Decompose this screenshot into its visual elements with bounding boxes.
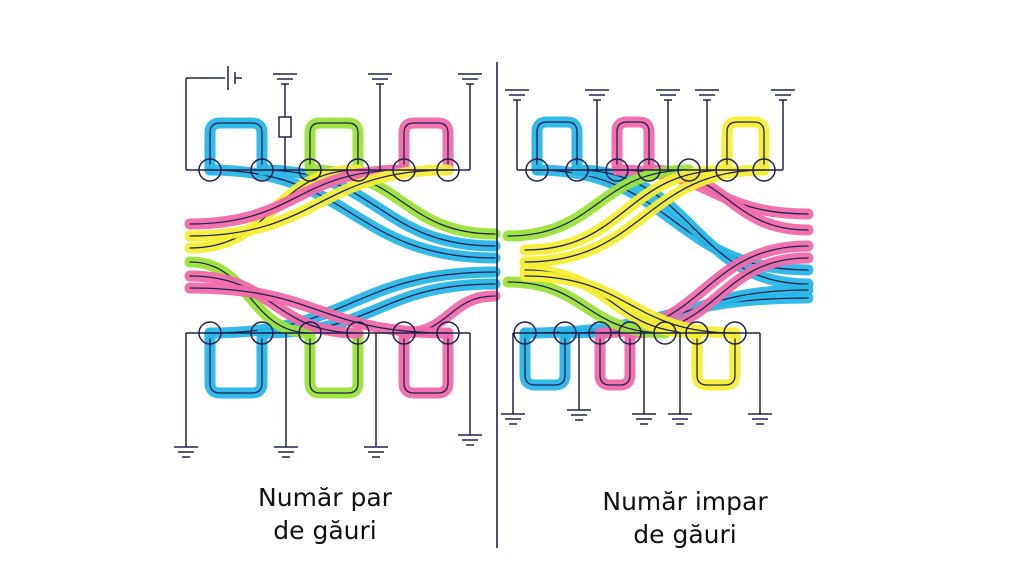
odd-top-hole-icon-5 (677, 158, 701, 182)
caption-even-holes: Număr par de găuri (205, 481, 445, 547)
odd-top-hole-icon-7 (752, 158, 776, 182)
odd-bottom-ground-5 (748, 413, 772, 425)
odd-top-thread-6-core (524, 169, 728, 251)
even-top-thread-6 (184, 164, 454, 242)
even-bottom-loop-green-core (309, 332, 359, 394)
odd-top-hole-icon-3 (605, 158, 629, 182)
odd-thread-bands (502, 116, 814, 391)
odd-bottom-thread-7 (519, 270, 741, 339)
odd-wire-schematic (501, 89, 795, 425)
even-top-hole-icon-6 (436, 158, 460, 182)
odd-top-loop-yellow (721, 116, 770, 176)
even-top-loop-green (304, 117, 364, 176)
even-bottom-hole-icon-1 (198, 321, 222, 345)
even-bottom-loop-green (304, 327, 364, 399)
even-top-loop-pink (398, 117, 454, 176)
odd-bottom-thread-7-core (524, 275, 736, 334)
caption-even-line-1: Număr par (258, 483, 392, 512)
even-bottom-ground-1 (174, 446, 198, 458)
even-top-thread-6-core (189, 169, 449, 237)
odd-bottom-ground-1 (501, 413, 525, 425)
even-top-thread-5 (184, 164, 410, 230)
odd-top-thread-2 (571, 164, 814, 290)
even-bottom-thread-4 (184, 270, 364, 339)
caption-odd-holes: Număr impar de găuri (565, 485, 805, 551)
even-bottom-hole-icon-5 (392, 321, 416, 345)
even-top-thread-2 (256, 164, 501, 252)
even-top-loop-blue-core (209, 122, 263, 171)
odd-bottom-hole-icon-2 (553, 321, 577, 345)
even-top-hole-icon-2 (250, 158, 274, 182)
panel-odd-holes (501, 89, 814, 425)
even-thread-bands (184, 117, 501, 399)
panel-even-holes (174, 66, 501, 458)
even-bottom-hole-icon-2 (250, 321, 274, 345)
odd-top-loop-pink (611, 116, 655, 176)
odd-bottom-hole-icon-4 (618, 321, 642, 345)
caption-odd-line-1: Număr impar (602, 487, 768, 516)
odd-top-thread-7 (519, 164, 770, 268)
odd-top-thread-2-core (576, 169, 809, 285)
odd-bottom-hole-icon-6 (685, 321, 709, 345)
odd-bottom-ground-2 (567, 409, 591, 421)
even-top-loop-pink-core (403, 122, 449, 171)
odd-top-hole-icon-4 (637, 158, 661, 182)
even-bottom-hole-icon-3 (298, 321, 322, 345)
odd-top-hole-icon-1 (525, 158, 549, 182)
even-top-loop-green-core (309, 122, 359, 171)
odd-bottom-loop-pink (594, 327, 636, 391)
caption-even-line-2: de găuri (273, 516, 377, 545)
even-top-loop-blue (204, 117, 268, 176)
odd-top-loop-yellow-core (726, 121, 765, 171)
odd-bottom-loop-yellow-core (696, 332, 736, 386)
odd-top-thread-7-core (524, 169, 765, 263)
even-top-hole-icon-4 (346, 158, 370, 182)
even-top-thread-2-core (261, 169, 496, 247)
odd-bottom-loop-yellow (691, 327, 741, 391)
odd-top-loop-blue (531, 116, 583, 176)
odd-bottom-hole-icon-5 (653, 321, 677, 345)
odd-bottom-thread-5 (502, 276, 671, 339)
even-bottom-thread-4-core (189, 275, 359, 334)
odd-bottom-hole-icon-3 (588, 321, 612, 345)
even-bottom-ground-2 (274, 446, 298, 458)
even-bottom-hole-icon-6 (436, 321, 460, 345)
odd-top-loop-blue-core (536, 121, 578, 171)
even-wire-schematic (174, 66, 482, 458)
odd-bottom-thread-5-core (507, 281, 666, 334)
even-bottom-loop-blue-core (209, 332, 263, 394)
even-top-hole-icon-5 (392, 158, 416, 182)
even-bottom-ground-3 (364, 446, 388, 458)
odd-top-loop-pink-core (616, 121, 650, 171)
odd-bottom-loop-blue (519, 327, 571, 391)
even-bottom-ground-4 (458, 434, 482, 446)
even-bottom-hole-icon-4 (346, 321, 370, 345)
odd-top-hole-icon-6 (715, 158, 739, 182)
caption-odd-line-2: de găuri (633, 520, 737, 549)
even-bottom-thread-6 (184, 282, 454, 339)
odd-bottom-loop-blue-core (524, 332, 566, 386)
odd-top-thread-6 (519, 164, 733, 256)
even-bottom-thread-6-core (189, 287, 449, 334)
even-bottom-loop-blue (204, 327, 268, 399)
odd-top-hole-icon-2 (565, 158, 589, 182)
odd-bottom-hole-icon-1 (513, 321, 537, 345)
even-bottom-loop-pink (398, 327, 454, 399)
even-resistor-icon (278, 116, 292, 138)
even-top-hole-icon-3 (298, 158, 322, 182)
even-bottom-loop-pink-core (403, 332, 449, 394)
odd-bottom-hole-icon-7 (723, 321, 747, 345)
even-top-thread-5-core (189, 169, 405, 225)
odd-bottom-ground-3 (632, 413, 656, 425)
even-top-hole-icon-1 (198, 158, 222, 182)
odd-bottom-loop-pink-core (599, 332, 631, 386)
odd-bottom-ground-4 (668, 413, 692, 425)
